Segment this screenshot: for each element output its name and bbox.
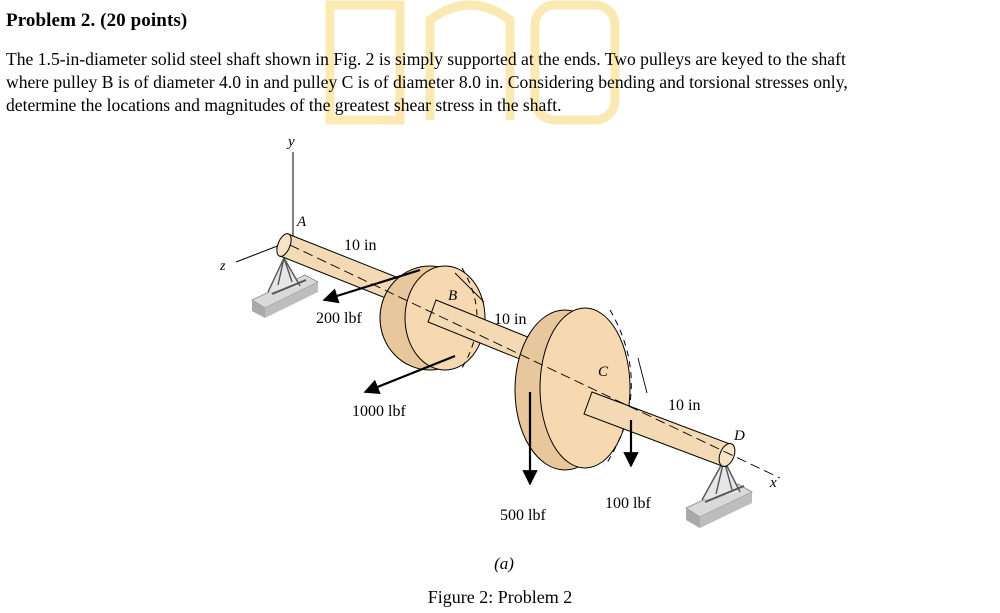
- point-b-label: B: [448, 288, 457, 304]
- problem-line: where pulley B is of diameter 4.0 in and…: [6, 72, 848, 92]
- figure-caption: Figure 2: Problem 2: [427, 587, 573, 607]
- axis-y-label: y: [286, 134, 295, 150]
- point-a-label: A: [296, 214, 307, 230]
- force-200-arrow: [322, 268, 421, 304]
- force-500-label: 500 lbf: [500, 507, 546, 524]
- figure-sublabel: (a): [494, 554, 514, 573]
- support-d: [685, 458, 753, 528]
- shaft-centerline: [289, 244, 781, 479]
- point-d-label: D: [733, 428, 745, 444]
- axis-x-label: x: [769, 475, 777, 491]
- force-1000-arrow: [363, 354, 456, 395]
- force-200-label: 200 lbf: [316, 310, 362, 327]
- watermark-logo: [325, 0, 620, 125]
- problem-line: determine the locations and magnitudes o…: [6, 95, 562, 115]
- axis-z-label: z: [219, 259, 226, 274]
- force-1000-label: 1000 lbf: [352, 403, 406, 420]
- force-100-label: 100 lbf: [605, 495, 651, 512]
- shaft-cd: [583, 391, 736, 467]
- problem-title: Problem 2. (20 points): [6, 10, 188, 31]
- dim-bc-label: 10 in: [494, 311, 526, 328]
- problem-line: The 1.5-in-diameter solid steel shaft sh…: [6, 49, 846, 69]
- dim-ab-label: 10 in: [344, 237, 376, 254]
- dim-cd-label: 10 in: [668, 397, 700, 414]
- problem-statement: The 1.5-in-diameter solid steel shaft sh…: [6, 48, 998, 117]
- point-c-label: C: [598, 364, 609, 380]
- pulley-c: [514, 307, 632, 471]
- support-a: [251, 256, 319, 318]
